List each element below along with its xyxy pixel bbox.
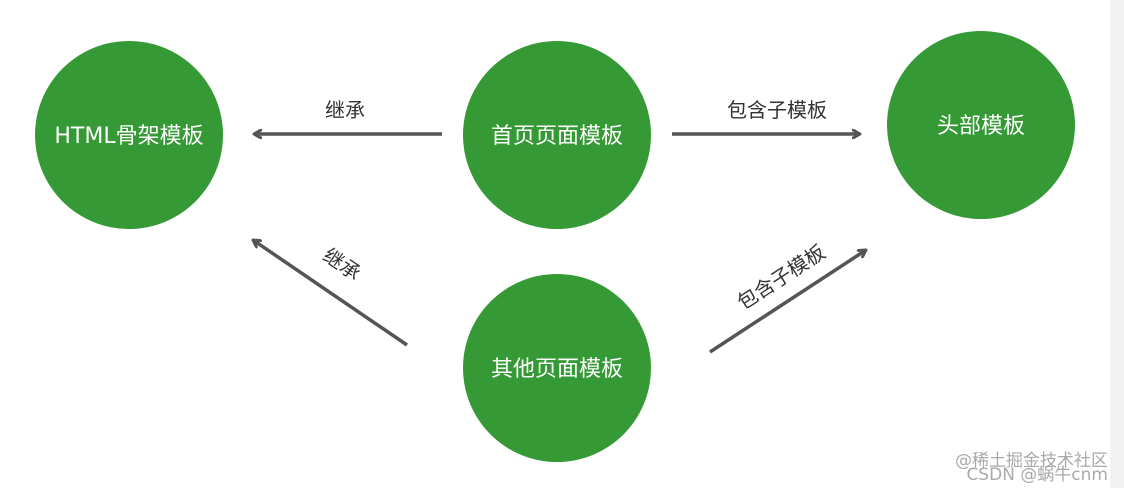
node-label: 其他页面模板 (491, 357, 623, 382)
node-label: 头部模板 (937, 114, 1025, 139)
node-other-pages: 其他页面模板 (463, 274, 651, 462)
edge-home-to-header: 包含子模板 (672, 98, 860, 134)
edge-home-to-html: 继承 (254, 98, 442, 134)
right-edge-strip (1110, 0, 1124, 488)
edge-arrow (253, 240, 408, 347)
edge-label: 包含子模板 (727, 98, 827, 122)
edge-label: 继承 (325, 98, 365, 122)
watermark: @稀土掘金技术社区 CSDN @蜗牛cnm (955, 451, 1108, 485)
node-home-page: 首页页面模板 (463, 41, 651, 229)
node-circle (463, 274, 651, 462)
node-label: HTML骨架模板 (54, 124, 203, 149)
edge-other-to-header: 包含子模板 (709, 240, 866, 354)
node-html-skeleton: HTML骨架模板 (35, 41, 223, 229)
edge-arrow (709, 250, 866, 354)
edge-label: 继承 (319, 243, 366, 285)
watermark-line-2: CSDN @蜗牛cnm (966, 465, 1108, 485)
node-label: 首页页面模板 (491, 124, 623, 149)
watermark-line-1: @稀土掘金技术社区 (955, 451, 1108, 471)
node-circle (35, 41, 223, 229)
node-header: 头部模板 (887, 31, 1075, 219)
node-circle (887, 31, 1075, 219)
edge-other-to-html: 继承 (253, 240, 408, 347)
node-circle (463, 41, 651, 229)
edge-label: 包含子模板 (733, 240, 830, 315)
